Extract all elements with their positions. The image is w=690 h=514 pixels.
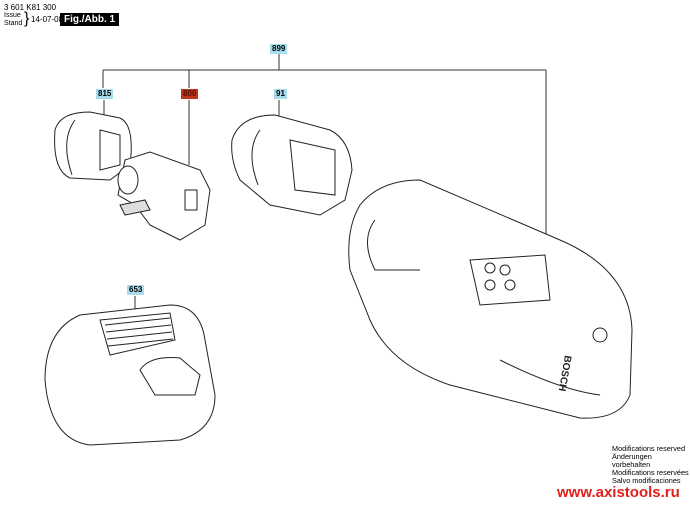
charger-653-drawing bbox=[44, 304, 216, 446]
modifications-de: Änderungen vorbehalten bbox=[612, 452, 652, 469]
part-tag-800[interactable]: 800 bbox=[181, 89, 199, 99]
cover-815-drawing bbox=[54, 111, 132, 181]
device-drawing bbox=[348, 179, 633, 419]
battery-pack-91-drawing bbox=[231, 114, 353, 216]
modifications-notice: Modifications reserved Änderungen vorbeh… bbox=[612, 445, 690, 485]
issue-label: Issue Stand bbox=[4, 12, 22, 28]
part-tag-899[interactable]: 899 bbox=[270, 44, 288, 54]
part-tag-653[interactable]: 653 bbox=[127, 285, 145, 295]
issue-date: 14-07-08 bbox=[31, 15, 64, 24]
issue-label-de: Stand bbox=[4, 20, 23, 27]
battery-core-800-drawing bbox=[117, 151, 211, 241]
part-number: 3 601 K81 300 bbox=[4, 3, 57, 12]
modifications-es: Salvo modificaciones bbox=[612, 476, 681, 485]
modifications-fr: Modifications reservées bbox=[612, 468, 689, 477]
modifications-en: Modifications reserved bbox=[612, 444, 686, 453]
website-link[interactable]: www.axistools.ru bbox=[557, 484, 680, 501]
figure-label: Fig./Abb. 1 bbox=[60, 13, 120, 26]
issue-label-en: Issue bbox=[4, 12, 21, 19]
brace: } bbox=[24, 10, 30, 27]
part-tag-91[interactable]: 91 bbox=[274, 89, 287, 99]
part-tag-815[interactable]: 815 bbox=[96, 89, 114, 99]
